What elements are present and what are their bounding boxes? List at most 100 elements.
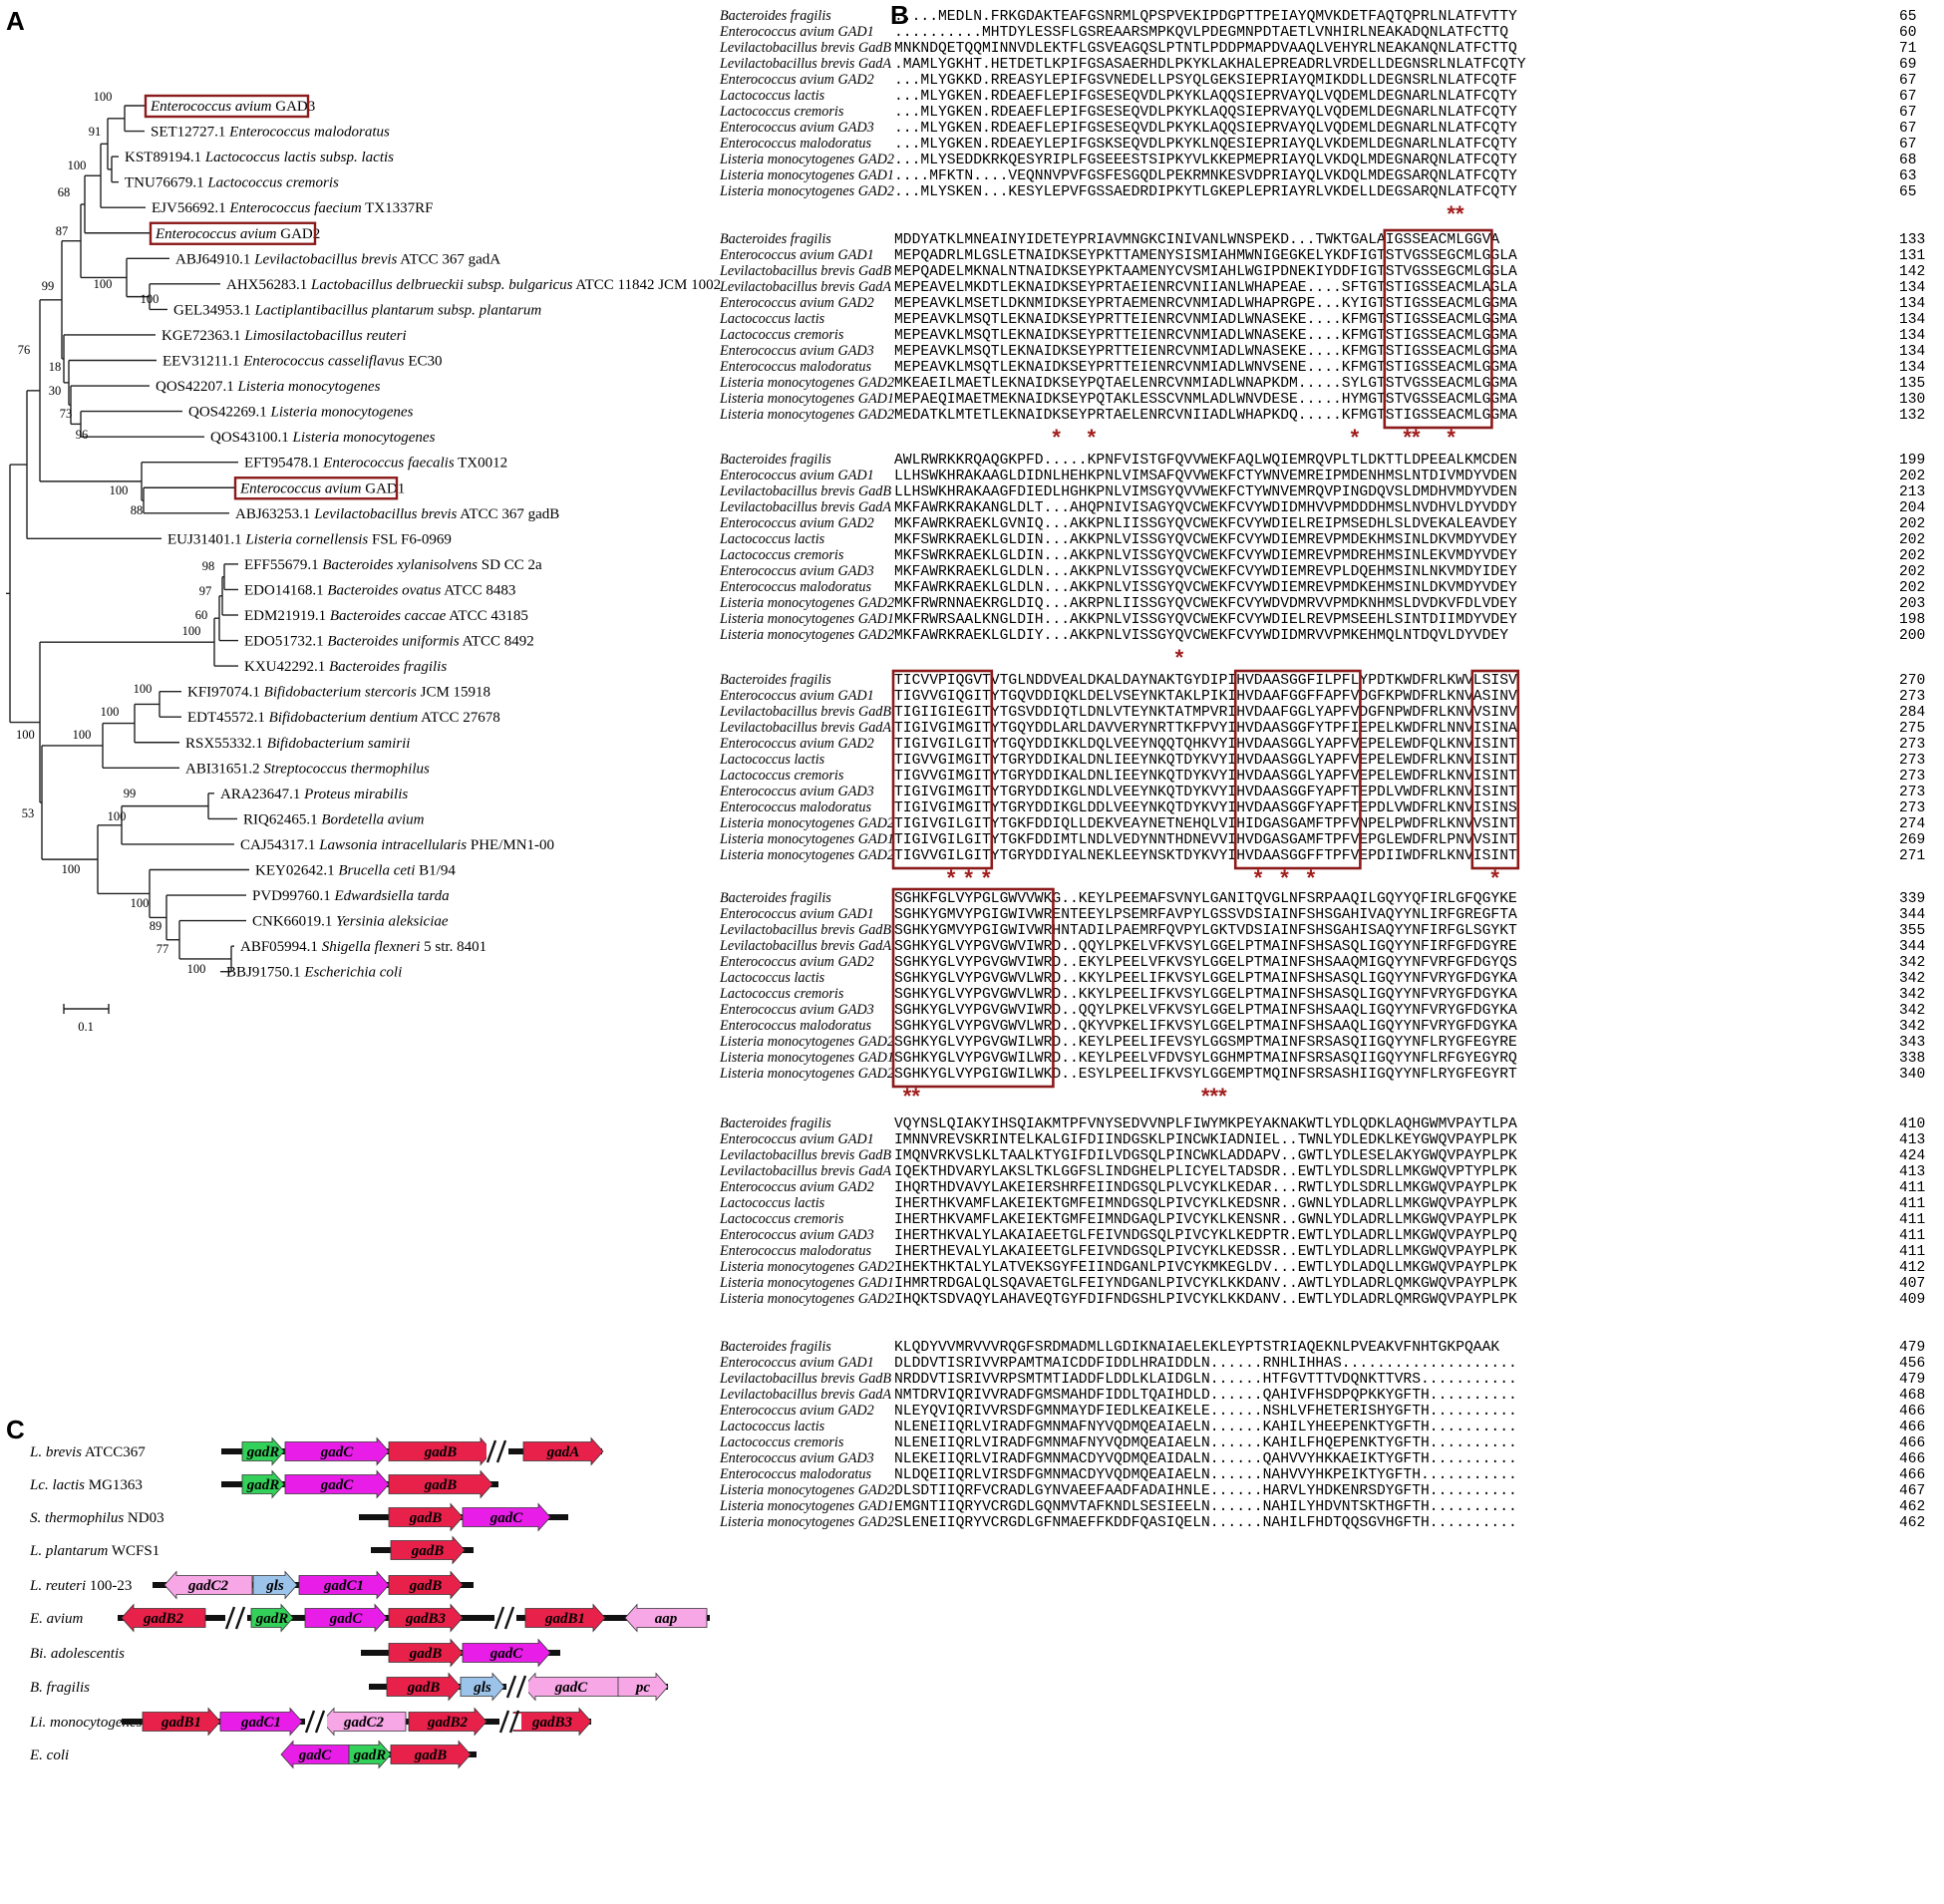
svg-text:KFI97074.1 Bifidobacterium ste: KFI97074.1 Bifidobacterium stercoris JCM… bbox=[187, 685, 490, 701]
scale-bar: 0.1 bbox=[63, 1004, 110, 1034]
alignment-seq-name: Listeria monocytogenes GAD2 bbox=[719, 1066, 894, 1082]
alignment-seq-name: Lactococcus cremoris bbox=[719, 1434, 844, 1450]
tree-tip-label: Enterococcus avium GAD2 bbox=[149, 221, 320, 245]
alignment-seq-row: IHERTHKVALYLAKAIAEETGLFEIVNDGSQLPIVCYKLK… bbox=[894, 1228, 1517, 1244]
alignment-position: 135 bbox=[1899, 376, 1925, 392]
svg-text:gadA: gadA bbox=[546, 1444, 580, 1460]
svg-text:gadB1: gadB1 bbox=[161, 1715, 201, 1731]
svg-text:gadC: gadC bbox=[320, 1477, 355, 1493]
alignment-position: 273 bbox=[1899, 689, 1925, 705]
tree-tip-label: EEV31211.1 Enterococcus casseliflavus EC… bbox=[162, 354, 443, 370]
alignment-position: 273 bbox=[1899, 800, 1925, 816]
bootstrap-value: 100 bbox=[101, 705, 120, 719]
svg-text:gadB: gadB bbox=[411, 1543, 445, 1559]
tree-tip-label: KGE72363.1 Limosilactobacillus reuteri bbox=[162, 328, 407, 344]
alignment-position: 271 bbox=[1899, 848, 1926, 864]
alignment-position: 131 bbox=[1899, 248, 1926, 264]
alignment-seq-name: Enterococcus avium GAD3 bbox=[719, 343, 874, 359]
alignment-seq-name: Enterococcus malodoratus bbox=[719, 359, 871, 375]
conserved-residue-marker: * bbox=[1088, 425, 1097, 450]
bootstrap-value: 100 bbox=[131, 896, 150, 910]
bootstrap-value: 99 bbox=[42, 279, 55, 293]
alignment-position: 344 bbox=[1899, 907, 1926, 923]
gene-arrow-gadC1: gadC1 bbox=[219, 1707, 303, 1737]
svg-text:gadB2: gadB2 bbox=[143, 1611, 184, 1627]
alignment-seq-name: Enterococcus avium GAD3 bbox=[719, 1002, 874, 1018]
svg-text:aap: aap bbox=[655, 1611, 678, 1627]
alignment-seq-name: Listeria monocytogenes GAD2 bbox=[719, 847, 894, 863]
alignment-seq-name: Listeria monocytogenes GAD1 bbox=[719, 1050, 894, 1066]
alignment-seq-row: KLQDYVVMRVVVRQGFSRDMADMLLGDIKNAIAELEKLEY… bbox=[894, 1340, 1499, 1356]
alignment-seq-row: EMGNTIIQRYVCRGDLGQNMVTAFKNDLSESIEELN....… bbox=[894, 1499, 1517, 1515]
gene-arrow-aap: aap bbox=[624, 1603, 708, 1633]
alignment-seq-row: MDDYATKLMNEAINYIDETEYPRIAVMNGKCINIVANLWN… bbox=[894, 232, 1499, 248]
svg-text:ABJ64910.1 Levilactobacillus b: ABJ64910.1 Levilactobacillus brevis ATCC… bbox=[175, 251, 500, 267]
svg-text:gadC: gadC bbox=[329, 1611, 364, 1627]
alignment-seq-row: SGHKYGMVYPGIGWIVWRHNTADILPAEMRFQVPYLGKTV… bbox=[894, 923, 1517, 939]
alignment-position: 134 bbox=[1899, 344, 1926, 360]
alignment-position: 466 bbox=[1899, 1467, 1925, 1483]
tree-tip-label: RIQ62465.1 Bordetella avium bbox=[243, 811, 425, 827]
alignment-position: 71 bbox=[1899, 41, 1917, 57]
svg-text:gadC: gadC bbox=[489, 1646, 524, 1662]
alignment-seq-row: TIGVVGIQGITYTGQVDDIQKLDELVSEYNKTAKLPIKIH… bbox=[894, 689, 1517, 705]
svg-text:EDM21919.1 Bacteroides caccae: EDM21919.1 Bacteroides caccae ATCC 43185 bbox=[244, 608, 528, 624]
svg-text:KST89194.1 Lactococcus lactis: KST89194.1 Lactococcus lactis subsp. lac… bbox=[125, 150, 394, 165]
operon-organism-label: E. avium bbox=[29, 1611, 83, 1627]
alignment-position: 60 bbox=[1899, 25, 1917, 41]
operon-organism-label: E. coli bbox=[29, 1747, 69, 1763]
tree-tip-label: QOS42269.1 Listeria monocytogenes bbox=[188, 405, 414, 421]
bootstrap-value: 30 bbox=[49, 384, 62, 398]
svg-text:EFF55679.1 Bacteroides xylanis: EFF55679.1 Bacteroides xylanisolvens SD … bbox=[244, 557, 542, 573]
tree-tip-label: EDO14168.1 Bacteroides ovatus ATCC 8483 bbox=[244, 582, 515, 598]
alignment-seq-row: ...MLYSKEN...KESYLEPVFGSSAEDRDIPKYTLGKEP… bbox=[894, 184, 1517, 200]
alignment-seq-name: Enterococcus avium GAD2 bbox=[719, 1403, 874, 1419]
alignment-position: 204 bbox=[1899, 500, 1926, 516]
gap-break-mark bbox=[304, 1710, 327, 1734]
alignment-seq-name: Lactococcus lactis bbox=[719, 311, 825, 327]
alignment-seq-name: Enterococcus avium GAD1 bbox=[719, 468, 874, 483]
panel-label-a: A bbox=[6, 6, 25, 36]
tree-tip-label: ARA23647.1 Proteus mirabilis bbox=[220, 787, 408, 802]
alignment-seq-name: Levilactobacillus brevis GadB bbox=[719, 483, 891, 499]
alignment-position: 67 bbox=[1899, 121, 1917, 137]
alignment-position: 200 bbox=[1899, 628, 1925, 644]
svg-text:KEY02642.1 Brucella ceti B1/94: KEY02642.1 Brucella ceti B1/94 bbox=[255, 863, 456, 879]
scale-bar-label: 0.1 bbox=[78, 1020, 94, 1034]
alignment-seq-name: Enterococcus avium GAD3 bbox=[719, 784, 874, 799]
svg-text:gadR: gadR bbox=[255, 1611, 289, 1627]
alignment-seq-name: Enterococcus avium GAD3 bbox=[719, 1227, 874, 1243]
conserved-motif-box bbox=[891, 887, 1055, 1089]
bootstrap-value: 100 bbox=[134, 682, 153, 696]
alignment-seq-row: MKFSWRKRAEKLGLDIN...AKKPNLVISSGYQVCWEKFC… bbox=[894, 532, 1517, 548]
tree-tip-label: EDO51732.1 Bacteroides uniformis ATCC 84… bbox=[244, 634, 534, 650]
alignment-seq-row: MKFSWRKRAEKLGLDIN...AKKPNLVISSGYQVCWEKFC… bbox=[894, 548, 1517, 564]
svg-text:gadB: gadB bbox=[409, 1646, 443, 1662]
alignment-position: 342 bbox=[1899, 1003, 1925, 1019]
alignment-seq-row: TIGVVGILGITYTGRYDDIYALNEKLEEYNSKTDYKVYIH… bbox=[894, 848, 1517, 864]
alignment-seq-name: Listeria monocytogenes GAD1 bbox=[719, 831, 894, 847]
alignment-position: 413 bbox=[1899, 1164, 1925, 1180]
alignment-seq-name: Listeria monocytogenes GAD2 bbox=[719, 1034, 894, 1050]
alignment-seq-row: IHERTHKVAMFLAKEIEKTGMFEIMNDGAQLPIVCYKLKE… bbox=[894, 1212, 1517, 1228]
bootstrap-value: 68 bbox=[58, 185, 71, 199]
alignment-position: 412 bbox=[1899, 1260, 1925, 1276]
alignment-seq-row: TIGVVGIMGITYTGRYDDIKALDNLIEEYNKQTDYKVYIH… bbox=[894, 753, 1517, 769]
phylogenetic-tree: 1009110068871001009918307396761008898976… bbox=[6, 90, 721, 1034]
alignment-seq-name: Bacteroides fragilis bbox=[720, 452, 831, 468]
bootstrap-value: 98 bbox=[202, 559, 215, 573]
gene-arrow-gadB: gadB bbox=[390, 1740, 472, 1769]
conserved-residue-marker: * bbox=[1280, 865, 1289, 890]
alignment-seq-row: IHMRTRDGALQLSQAVAETGLFEIYNDGANLPIVCYKLKK… bbox=[894, 1276, 1517, 1292]
highlight-box bbox=[144, 94, 310, 119]
svg-text:CAJ54317.1 Lawsonia intracellu: CAJ54317.1 Lawsonia intracellularis PHE/… bbox=[240, 837, 554, 853]
tree-tip-label: EDT45572.1 Bifidobacterium dentium ATCC … bbox=[187, 710, 500, 726]
alignment-position: 273 bbox=[1899, 753, 1925, 769]
tree-tip-label: Enterococcus avium GAD3 bbox=[144, 94, 315, 119]
bootstrap-value: 99 bbox=[124, 787, 137, 800]
bootstrap-value: 100 bbox=[94, 277, 113, 291]
svg-text:QOS42269.1 Listeria monocytoge: QOS42269.1 Listeria monocytogenes bbox=[188, 405, 414, 421]
alignment-position: 468 bbox=[1899, 1388, 1925, 1404]
alignment-seq-name: Enterococcus avium GAD2 bbox=[719, 72, 874, 88]
